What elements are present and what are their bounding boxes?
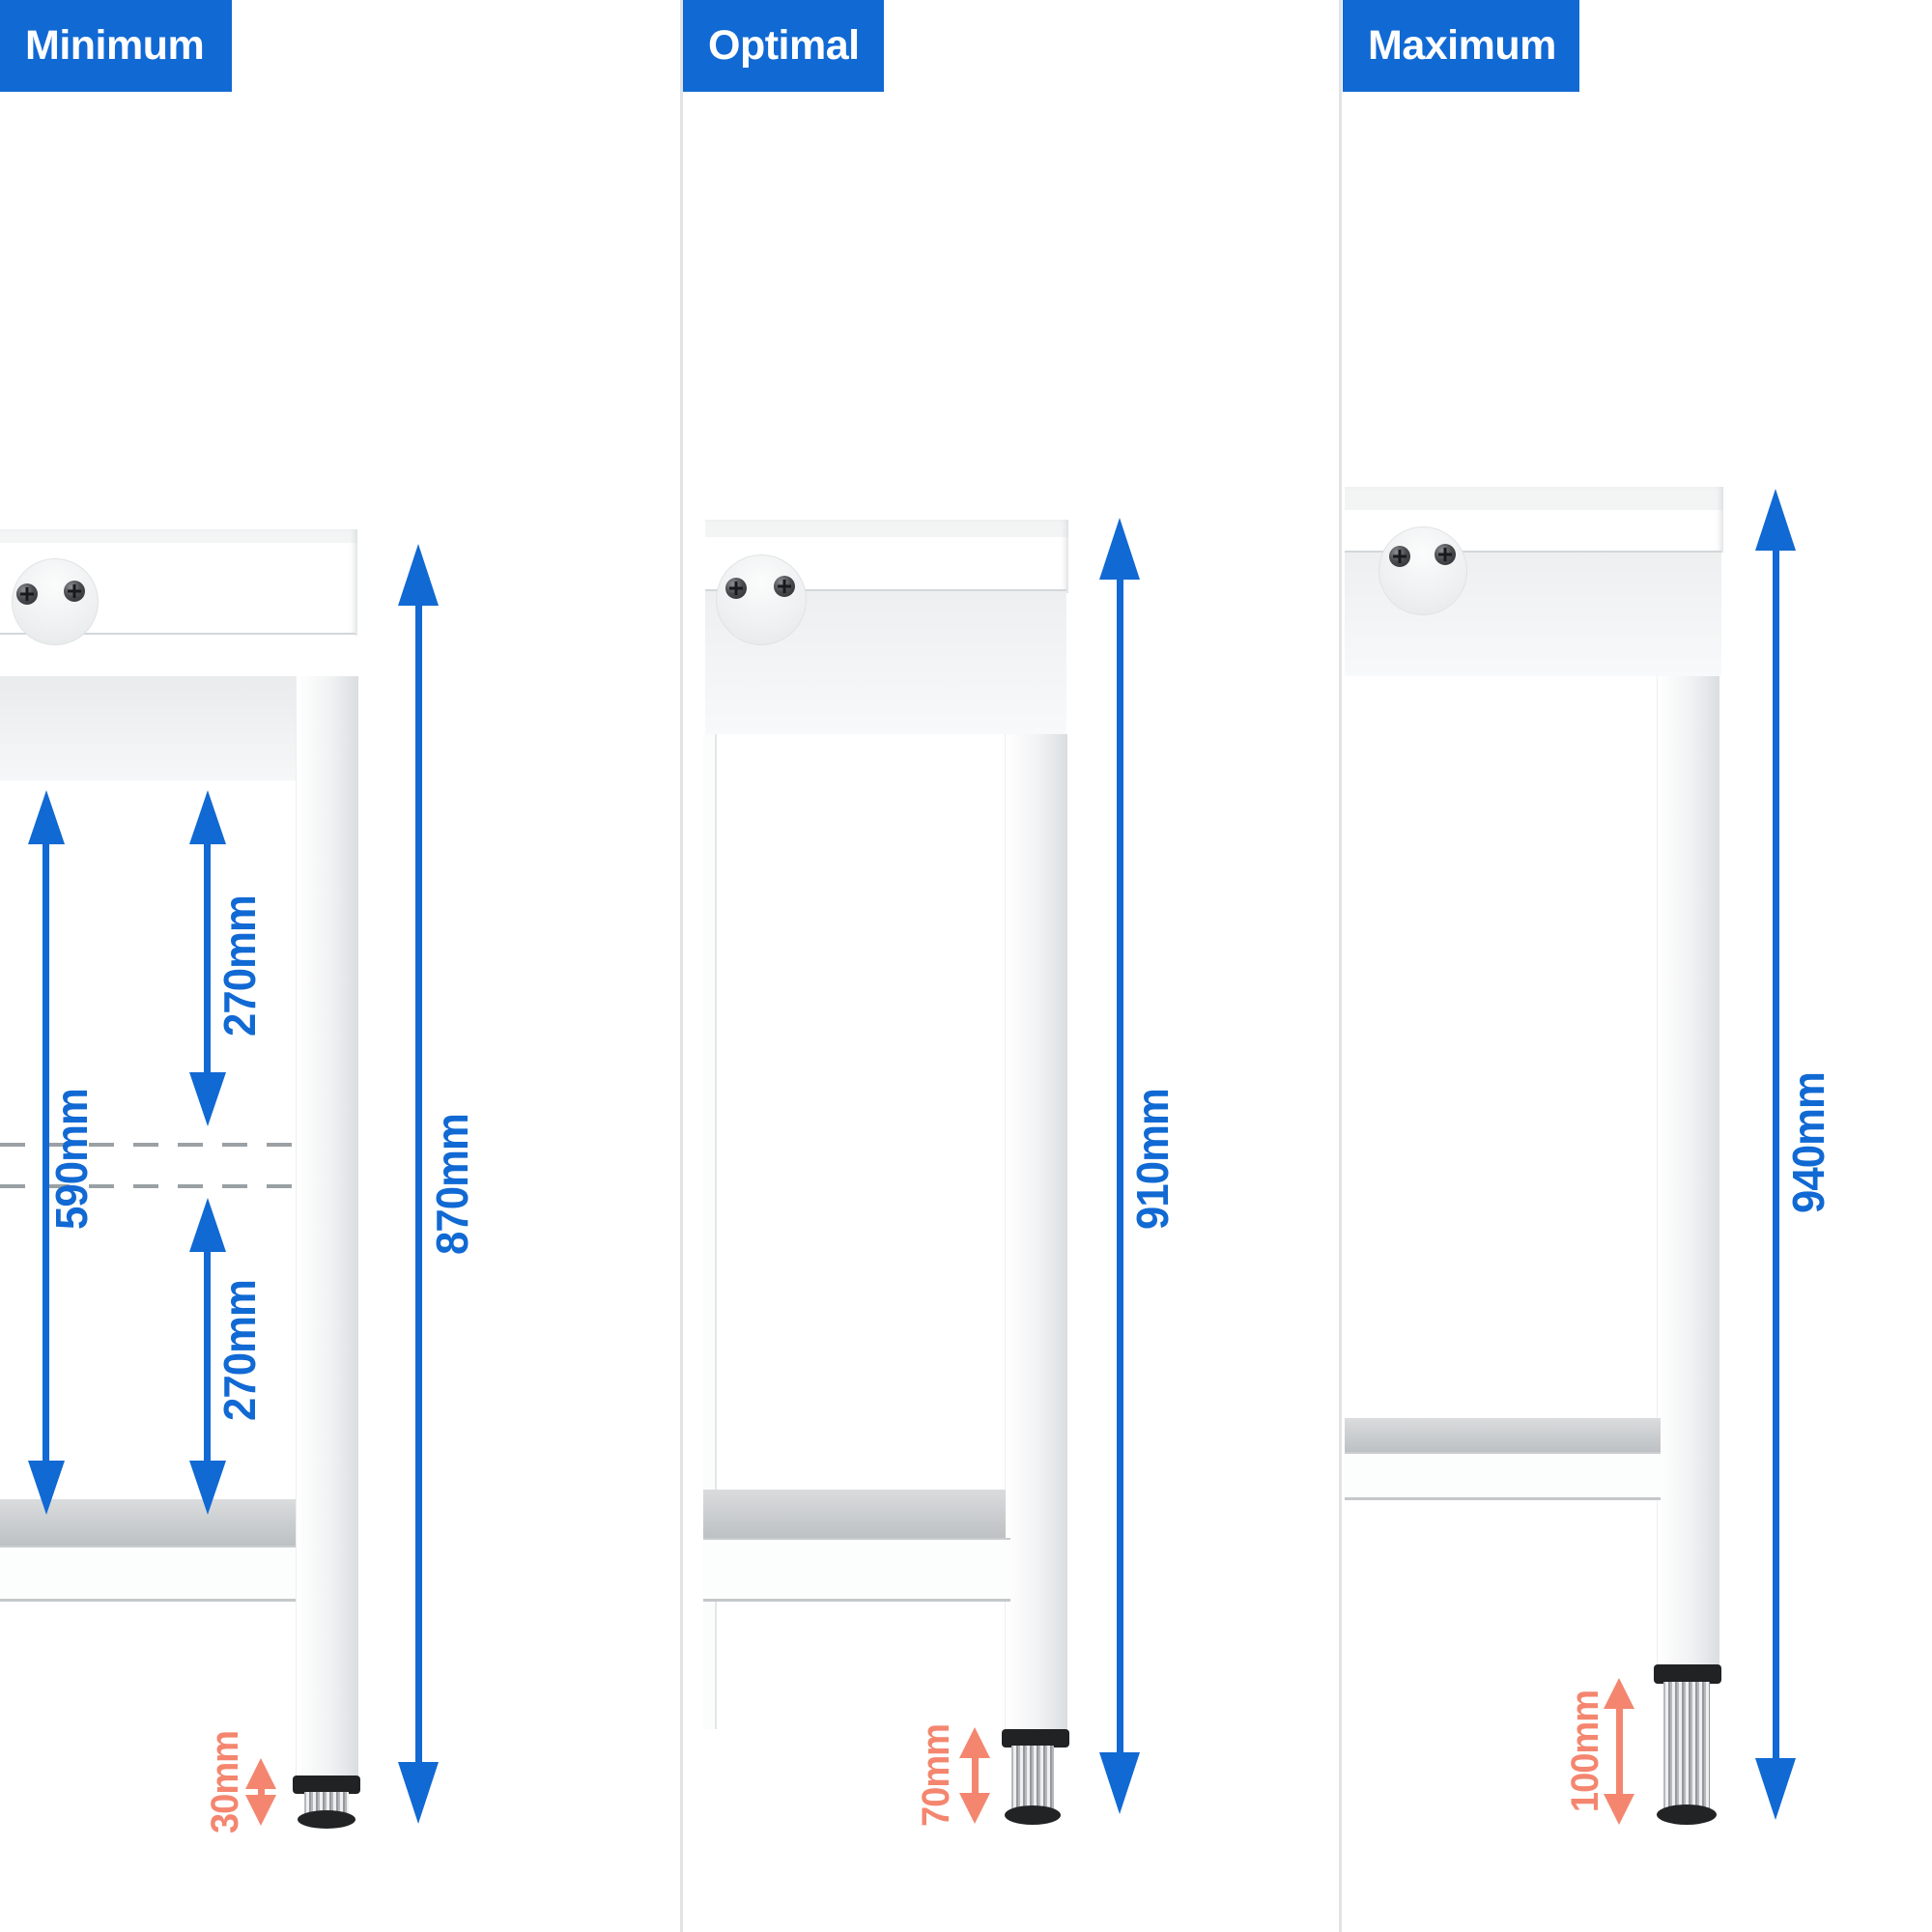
arrowhead-up-icon <box>1099 518 1140 580</box>
dimension-arrow-total <box>415 599 422 1776</box>
foot-adjust-label: 100mm <box>1564 1690 1606 1813</box>
screw-icon <box>1389 546 1410 567</box>
arrowhead-up-icon <box>1604 1678 1634 1709</box>
table-top-seam <box>705 589 1066 591</box>
foot-base <box>1657 1804 1717 1825</box>
foot-mount-band <box>293 1776 360 1794</box>
arrowhead-up-icon <box>189 1198 226 1252</box>
arrowhead-down-icon <box>245 1795 276 1826</box>
foot-adjust-arrow <box>1616 1705 1623 1798</box>
foot-base <box>298 1810 355 1829</box>
dimension-arrow-upper-gap <box>204 836 211 1078</box>
arrowhead-up-icon <box>1755 489 1796 551</box>
panel-divider <box>1339 0 1342 1932</box>
arrowhead-down-icon <box>28 1461 65 1515</box>
under-shelf <box>1345 1452 1661 1500</box>
dashed-reference-line <box>0 1143 296 1147</box>
mounting-bracket <box>1378 526 1467 615</box>
screw-icon <box>16 583 38 605</box>
dimension-label-total: 940mm <box>1783 1072 1833 1213</box>
arrowhead-down-icon <box>959 1793 990 1824</box>
panel-header-optimal: Optimal <box>683 0 884 92</box>
arrowhead-down-icon <box>1755 1758 1796 1820</box>
panel-title: Optimal <box>708 22 860 69</box>
foot-mount-band <box>1002 1729 1069 1747</box>
panel-title: Maximum <box>1368 22 1556 69</box>
panel-header-maximum: Maximum <box>1343 0 1579 92</box>
screw-icon <box>64 581 85 602</box>
screw-icon <box>1435 544 1456 565</box>
arrowhead-down-icon <box>1099 1752 1140 1814</box>
dimension-arrow-clearance <box>43 836 49 1463</box>
dimension-label-lower-gap: 270mm <box>214 1280 265 1421</box>
dimension-label-total: 910mm <box>1127 1089 1178 1230</box>
dimension-label-total: 870mm <box>427 1114 477 1255</box>
foot-mount-band <box>1654 1664 1721 1684</box>
panel-title: Minimum <box>25 22 205 69</box>
under-shelf <box>703 1538 1010 1602</box>
dimension-arrow-total <box>1117 573 1123 1759</box>
table-top-seam <box>1345 551 1721 553</box>
arrowhead-up-icon <box>189 790 226 844</box>
foot-base <box>1005 1805 1061 1825</box>
adjustable-foot <box>1663 1682 1710 1812</box>
adjustable-foot <box>1011 1746 1054 1813</box>
table-leg-far <box>703 734 717 1729</box>
panel-header-minimum: Minimum <box>0 0 232 92</box>
under-shelf-surface <box>1345 1418 1661 1452</box>
table-leg <box>1005 734 1067 1729</box>
arrowhead-down-icon <box>189 1461 226 1515</box>
foot-adjust-label: 30mm <box>204 1730 246 1834</box>
dimension-arrow-total <box>1773 544 1779 1761</box>
dimension-arrow-lower-gap <box>204 1244 211 1466</box>
arrowhead-up-icon <box>398 544 439 606</box>
screw-icon <box>725 578 747 599</box>
arrowhead-up-icon <box>28 790 65 844</box>
screw-icon <box>774 576 795 597</box>
foot-adjust-arrow <box>258 1783 265 1801</box>
under-shelf <box>0 1546 296 1602</box>
arrowhead-down-icon <box>1604 1794 1634 1825</box>
dimension-label-upper-gap: 270mm <box>214 895 265 1037</box>
foot-adjust-arrow <box>972 1752 979 1801</box>
mounting-bracket <box>716 554 807 645</box>
dashed-reference-line <box>0 1184 296 1188</box>
foot-adjust-label: 70mm <box>915 1723 957 1828</box>
table-top-seam <box>0 633 355 635</box>
arrowhead-down-icon <box>398 1762 439 1824</box>
under-shelf-surface <box>703 1490 1006 1538</box>
table-leg <box>296 676 358 1776</box>
dimension-label-clearance: 590mm <box>46 1089 97 1230</box>
arrowhead-down-icon <box>189 1072 226 1126</box>
panel-divider <box>680 0 683 1932</box>
table-leg <box>1657 676 1719 1664</box>
table-apron <box>0 676 296 781</box>
